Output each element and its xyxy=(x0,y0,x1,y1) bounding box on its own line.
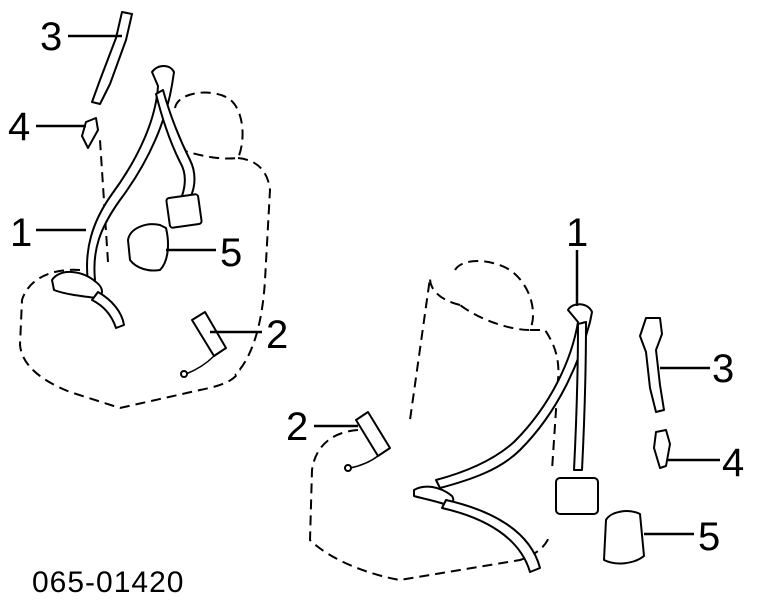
left-callout-2: 2 xyxy=(266,313,288,357)
right-callout-3: 3 xyxy=(712,347,734,391)
right-belt-cover xyxy=(603,510,645,565)
right-height-adjuster xyxy=(639,317,665,413)
left-callout-3: 3 xyxy=(40,15,62,59)
right-callout-5: 5 xyxy=(698,515,720,559)
left-seat-outline xyxy=(18,91,272,410)
left-buckle xyxy=(180,311,227,378)
left-belt-assembly xyxy=(51,65,203,329)
left-belt-cover xyxy=(127,223,169,272)
diagram-code: 065-01420 xyxy=(32,566,184,599)
left-height-adjuster xyxy=(91,11,133,105)
right-callout-2: 2 xyxy=(286,405,308,449)
left-anchor-bolt xyxy=(81,117,99,149)
right-anchor-bolt xyxy=(653,429,671,469)
right-belt-assembly xyxy=(413,303,599,573)
left-callout-4: 4 xyxy=(8,105,30,149)
right-callout-1: 1 xyxy=(566,211,588,255)
right-seat-outline xyxy=(308,260,560,582)
left-callout-1: 1 xyxy=(10,211,32,255)
right-callout-4: 4 xyxy=(722,441,744,485)
right-buckle xyxy=(344,411,391,472)
left-callout-5: 5 xyxy=(220,231,242,275)
